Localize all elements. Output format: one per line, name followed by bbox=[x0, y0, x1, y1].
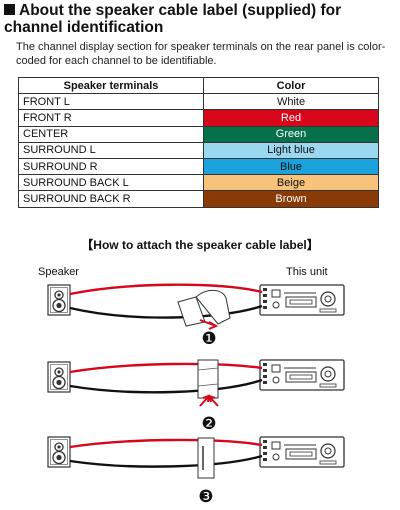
header-color: Color bbox=[203, 76, 379, 95]
color-cell: Green bbox=[203, 125, 379, 143]
terminal-cell: FRONT R bbox=[18, 109, 204, 127]
terminal-cell: SURROUND R bbox=[18, 157, 204, 176]
red-cable bbox=[69, 362, 263, 374]
bullet-square-icon bbox=[4, 4, 15, 15]
red-cable bbox=[69, 283, 263, 296]
howto-title: 【How to attach the speaker cable label】 bbox=[81, 238, 319, 252]
table-header-row: Speaker terminals Color bbox=[18, 76, 379, 95]
speaker-label: Speaker bbox=[38, 266, 79, 278]
red-cable bbox=[69, 438, 263, 449]
color-cell: Light blue bbox=[203, 141, 379, 159]
terminal-cell: SURROUND BACK L bbox=[18, 174, 204, 192]
cable-label-tail bbox=[195, 289, 231, 325]
color-cell: Red bbox=[203, 109, 379, 127]
terminal-cell: SURROUND BACK R bbox=[18, 190, 204, 208]
description-text: The channel display section for speaker … bbox=[16, 41, 386, 67]
black-cable bbox=[69, 304, 263, 319]
cable-label-diagram: ❶ ❷ ❸ bbox=[47, 283, 345, 507]
black-cable bbox=[69, 378, 263, 394]
section-heading: About the speaker cable label (supplied)… bbox=[4, 2, 398, 36]
heading-line-2: channel identification bbox=[4, 19, 164, 36]
speaker-icon bbox=[47, 361, 71, 393]
header-speaker-terminals: Speaker terminals bbox=[18, 76, 204, 95]
av-receiver-icon bbox=[259, 359, 345, 391]
terminal-cell: CENTER bbox=[18, 125, 204, 143]
attach-arrow-icon bbox=[199, 319, 219, 330]
step-number-3: ❸ bbox=[198, 487, 213, 507]
heading-line-1: About the speaker cable label (supplied)… bbox=[19, 2, 342, 19]
terminal-cell: SURROUND L bbox=[18, 141, 204, 159]
color-cell: Blue bbox=[203, 157, 379, 176]
speaker-icon bbox=[47, 284, 71, 316]
terminal-cell: FRONT L bbox=[18, 93, 204, 111]
step-2-illustration bbox=[47, 359, 345, 407]
press-arrows-icon bbox=[199, 394, 219, 407]
cable-label-attached bbox=[197, 437, 215, 479]
black-cable bbox=[69, 454, 263, 468]
unit-label: This unit bbox=[286, 266, 328, 278]
color-cell: Brown bbox=[203, 190, 379, 208]
step-3-illustration bbox=[47, 436, 345, 479]
step-number-1: ❶ bbox=[201, 329, 216, 349]
step-number-2: ❷ bbox=[201, 414, 216, 434]
speaker-icon bbox=[47, 436, 71, 468]
av-receiver-icon bbox=[259, 436, 345, 468]
color-cell: White bbox=[203, 93, 379, 111]
av-receiver-icon bbox=[259, 284, 345, 316]
cable-label-wrapped bbox=[197, 359, 219, 399]
color-cell: Beige bbox=[203, 174, 379, 192]
step-1-illustration bbox=[47, 283, 345, 330]
